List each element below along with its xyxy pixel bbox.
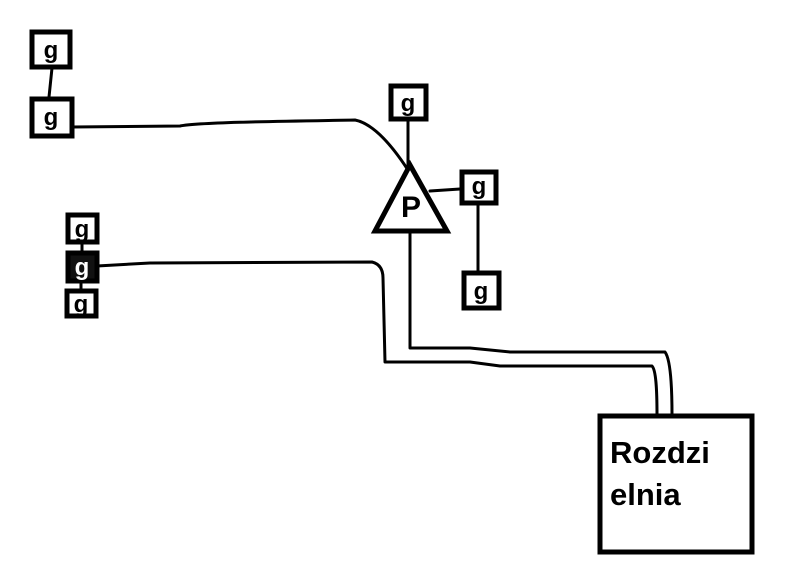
node-label: g <box>74 291 89 318</box>
node-g1: g <box>29 29 73 70</box>
node-label: g <box>474 278 489 305</box>
switchboard-box: Rozdzi elnia <box>597 413 755 555</box>
node-g-left-c: g <box>64 288 99 319</box>
node-label: g <box>44 104 59 131</box>
node-label: g <box>75 254 90 281</box>
switchboard-label-line2: elnia <box>610 477 681 512</box>
wire-g2-to-pump <box>70 118 410 172</box>
node-g-bottom-right: g <box>461 270 502 311</box>
node-g-right: g <box>459 169 499 206</box>
node-label: g <box>472 173 487 200</box>
node-label: g <box>75 216 90 243</box>
connector-pump-gright <box>428 187 462 193</box>
wire-left-to-switchboard <box>95 260 659 417</box>
switchboard-label-line1: Rozdzi <box>610 435 710 470</box>
node-g-left-a: g <box>65 212 100 245</box>
wire-pump-to-switchboard <box>408 230 674 417</box>
node-g-left-b: g <box>65 250 100 284</box>
pump-triangle: P <box>370 159 452 234</box>
node-label: g <box>44 37 59 64</box>
pump-label: P <box>401 191 421 224</box>
node-label: g <box>401 90 416 117</box>
connector-g1-g2 <box>47 66 54 99</box>
node-g2: g <box>29 96 75 139</box>
node-g-top: g <box>388 83 429 122</box>
